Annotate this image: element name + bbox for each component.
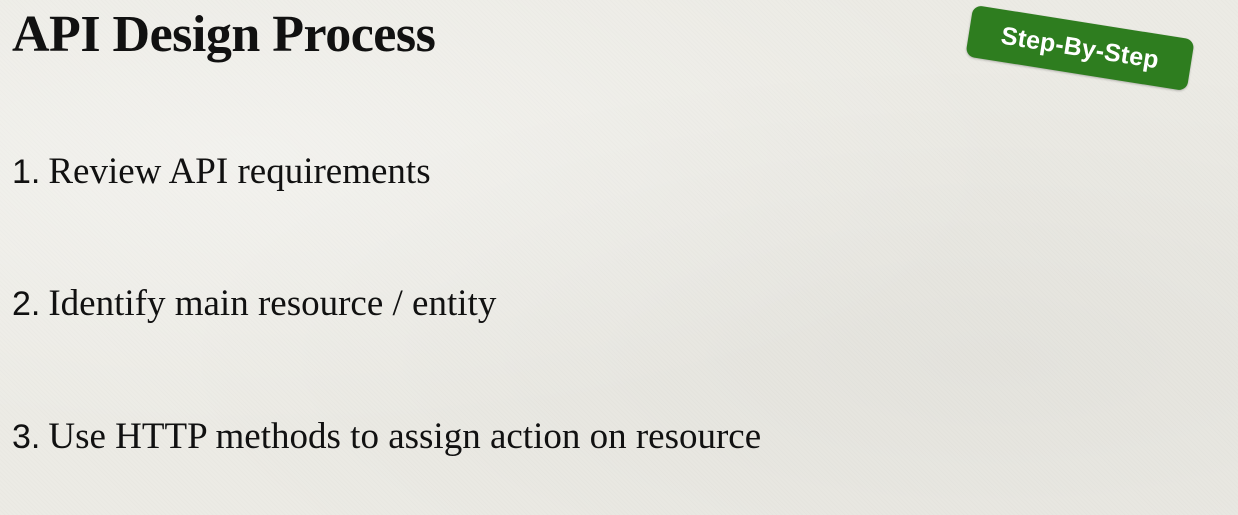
steps-list: 1.Review API requirements 2.Identify mai… <box>12 0 1012 515</box>
slide-title: API Design Process <box>12 6 436 63</box>
badge-label: Step-By-Step <box>999 21 1161 74</box>
list-item: 2.Identify main resource / entity <box>12 282 496 326</box>
list-item: 1.Review API requirements <box>12 150 431 194</box>
step-number: 3. <box>12 418 41 456</box>
step-text: Identify main resource / entity <box>48 283 497 324</box>
step-number: 2. <box>12 285 41 323</box>
step-text: Use HTTP methods to assign action on res… <box>48 416 762 457</box>
list-item: 3.Use HTTP methods to assign action on r… <box>12 415 761 459</box>
step-text: Review API requirements <box>48 151 431 192</box>
step-number: 1. <box>12 153 41 191</box>
